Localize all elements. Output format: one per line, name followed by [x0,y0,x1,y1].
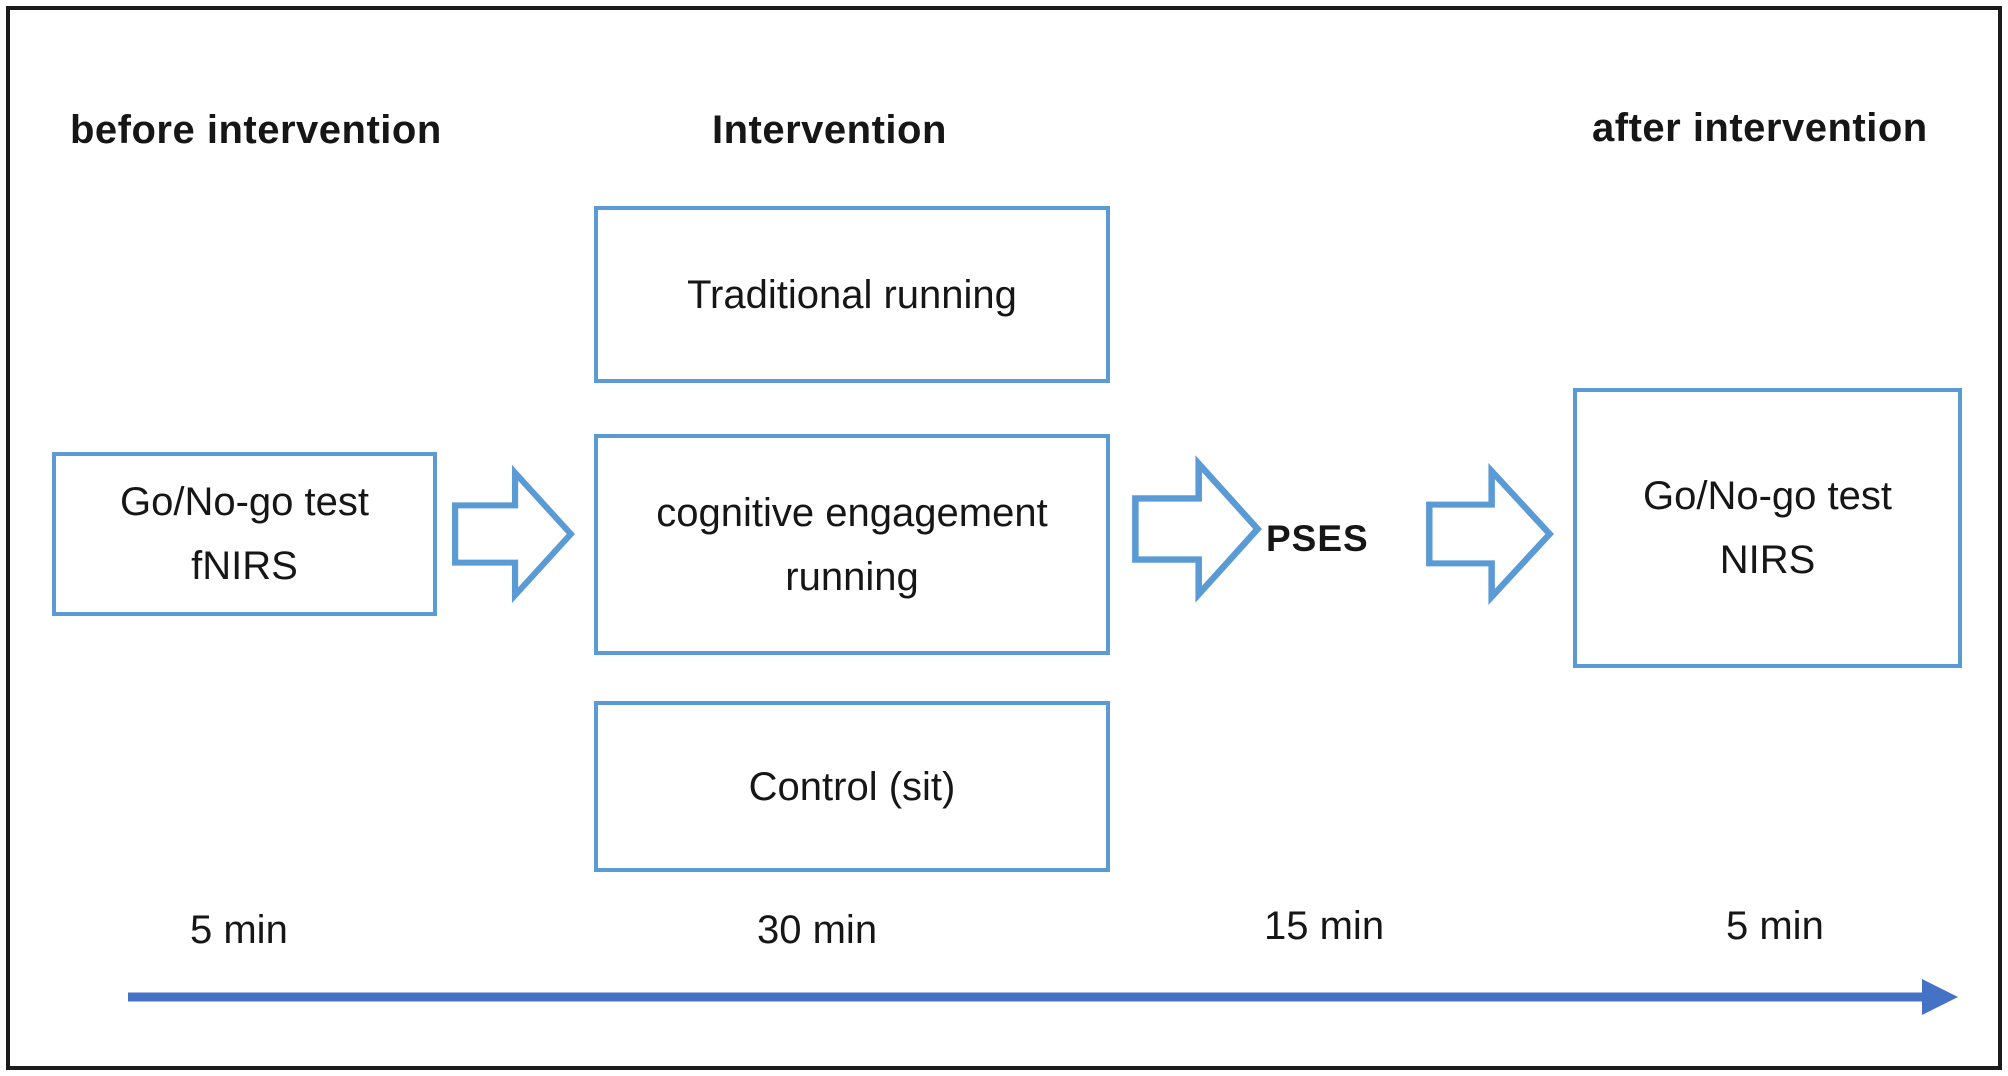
phase-label-intervention: Intervention [712,108,947,152]
control-sit-label: Control (sit) [748,764,956,809]
cognitive-running-line1: cognitive engagement [656,490,1048,535]
phase-label-before-intervention: before intervention [70,108,442,152]
traditional-running-label: Traditional running [687,272,1017,317]
duration-label-pses: 15 min [1264,904,1385,948]
posttest-box-line2: NIRS [1719,538,1816,582]
pretest-box-line2: fNIRS [191,544,298,588]
right-block-arrow-icon [1426,463,1554,605]
right-block-arrow-icon [1132,455,1262,603]
pses-label: PSES [1266,518,1369,559]
posttest-box-line1: Go/No-go test [1642,474,1892,518]
diagram-outer-border [6,6,2002,1070]
posttest-box: Go/No-go test NIRS [1573,388,1962,668]
pretest-box-line1: Go/No-go test [119,480,369,524]
right-block-arrow-icon [452,464,575,604]
duration-label-intervention: 30 min [757,908,878,952]
intervention-box-control-sit: Control (sit) [594,701,1110,872]
cognitive-running-line2: running [785,554,919,599]
duration-label-pretest: 5 min [190,908,288,952]
pretest-box: Go/No-go test fNIRS [52,452,437,616]
duration-label-posttest: 5 min [1726,904,1824,948]
intervention-box-cognitive-engagement-running: cognitive engagement running [594,434,1110,655]
timeline-arrow-icon [128,979,1958,1015]
phase-label-after-intervention: after intervention [1592,106,1928,150]
intervention-box-traditional-running: Traditional running [594,206,1110,383]
